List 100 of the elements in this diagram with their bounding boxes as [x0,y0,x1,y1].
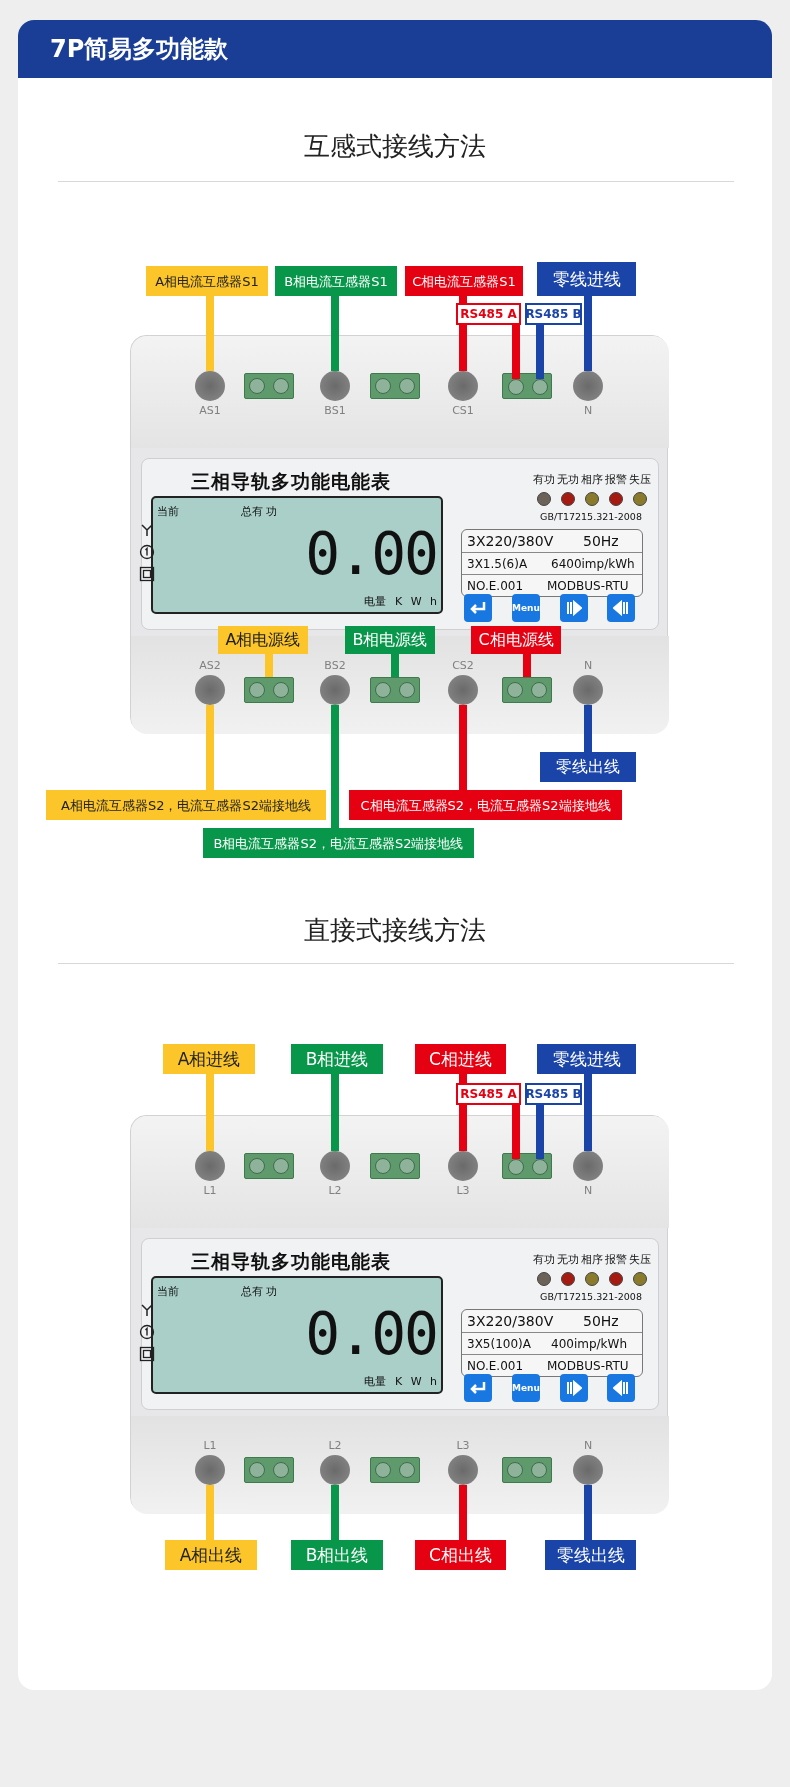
energy-meter [130,1115,668,1513]
indicator-label: 无功 [556,472,580,486]
terminal-marking: L1 [202,1439,218,1452]
indicator-label: 无功 [556,1252,580,1266]
spec-text: 3X220/380V [467,532,555,550]
terminal-screw [508,379,524,395]
terminal-block [502,677,552,703]
terminal-marking: L3 [455,1439,471,1452]
standard-number: GB/T17215.321-2008 [539,1290,643,1303]
terminal-screw [508,1159,524,1175]
leader-line [206,296,214,371]
spec-text: 6400imp/kWh [551,555,636,572]
leader-line [584,296,592,371]
leader-line [512,1105,520,1159]
indicator-label: 相序 [580,472,604,486]
leader-line [536,1105,544,1159]
terminal-block [370,1457,420,1483]
standard-number: GB/T17215.321-2008 [539,510,643,523]
terminal-marking: L1 [202,1184,218,1197]
leader-line [584,1074,592,1151]
terminal-screw [532,1159,548,1175]
callout-label: B相进线 [291,1044,383,1074]
section-heading: 直接式接线方法 [303,914,487,947]
indicator-label: 失压 [628,1252,652,1266]
leader-line [512,325,520,379]
callout-label: A相电流互感器S2，电流互感器S2端接地线 [46,790,326,820]
leader-line [331,705,339,828]
callout-label: B相电流互感器S2，电流互感器S2端接地线 [203,828,474,858]
terminal-block [244,677,294,703]
leader-line [523,654,531,677]
terminal-block [244,373,294,399]
callout-label: 零线进线 [537,262,636,296]
terminal-block [370,1153,420,1179]
terminal-marking: L3 [455,1184,471,1197]
display-text: 电量 K W h [363,594,437,608]
terminal-block [370,373,420,399]
leader-line [584,1485,592,1540]
spec-text: 400imp/kWh [551,1335,628,1352]
spec-text: NO.E.001 [467,1357,525,1374]
leader-line [391,654,399,677]
spec-text: 3X5(100)A [467,1335,532,1352]
terminal-block [502,1153,552,1179]
callout-label: C相电流互感器S1 [405,266,523,296]
terminal-marking: BS1 [323,404,347,417]
display-text: 当前 [157,504,180,518]
callout-label: B相出线 [291,1540,383,1570]
callout-label: C相电源线 [471,626,561,654]
display-digits: 0.00 [304,522,437,586]
menu-button: Menu [512,1374,540,1402]
leader-line [331,296,339,371]
terminal-marking: N [582,404,594,417]
callout-label: RS485 A [456,1083,521,1105]
spec-text: 50Hz [583,532,620,550]
meter-title: 三相导轨多功能电能表 [191,470,392,492]
leader-line [206,1485,214,1540]
menu-button: Menu [512,594,540,622]
terminal-block [502,373,552,399]
terminal-marking: N [582,1439,594,1452]
callout-label: B相电源线 [345,626,435,654]
leader-line [206,705,214,790]
callout-label: C相进线 [415,1044,506,1074]
indicator-label: 有功 [532,1252,556,1266]
leader-line [536,325,544,379]
display-text: 当前 [157,1284,180,1298]
leader-line [206,1074,214,1151]
terminal-block [502,1457,552,1483]
display-text: 总有 功 [241,1284,279,1298]
section-heading: 互感式接线方法 [303,130,487,163]
terminal-marking: N [582,1184,594,1197]
callout-label: A相出线 [165,1540,257,1570]
leader-line [459,705,467,790]
energy-meter [130,335,668,733]
terminal-marking: L2 [327,1439,343,1452]
terminal-block [370,677,420,703]
terminal-block [244,1153,294,1179]
callout-label: 零线出线 [545,1540,636,1570]
spec-text: 3X1.5(6)A [467,555,529,572]
page-title: 7P简易多功能款 [50,34,229,64]
callout-label: B相电流互感器S1 [275,266,397,296]
spec-text: 50Hz [583,1312,620,1330]
leader-line [265,654,273,677]
callout-label: C相电流互感器S2，电流互感器S2端接地线 [349,790,622,820]
terminal-block [244,1457,294,1483]
display-digits: 0.00 [304,1302,437,1366]
spec-text: MODBUS-RTU [547,577,630,594]
leader-line [584,705,592,752]
indicator-label: 相序 [580,1252,604,1266]
leader-line [331,1074,339,1151]
indicator-label: 报警 [604,472,628,486]
callout-label: A相电流互感器S1 [146,266,268,296]
spec-text: 3X220/380V [467,1312,555,1330]
callout-label: C相出线 [415,1540,506,1570]
display-text: 总有 功 [241,504,279,518]
indicator-label: 报警 [604,1252,628,1266]
leader-line [459,1485,467,1540]
callout-label: A相进线 [163,1044,255,1074]
meter-title: 三相导轨多功能电能表 [191,1250,392,1272]
terminal-screw [532,379,548,395]
terminal-marking: CS1 [451,404,475,417]
callout-label: 零线出线 [540,752,636,782]
